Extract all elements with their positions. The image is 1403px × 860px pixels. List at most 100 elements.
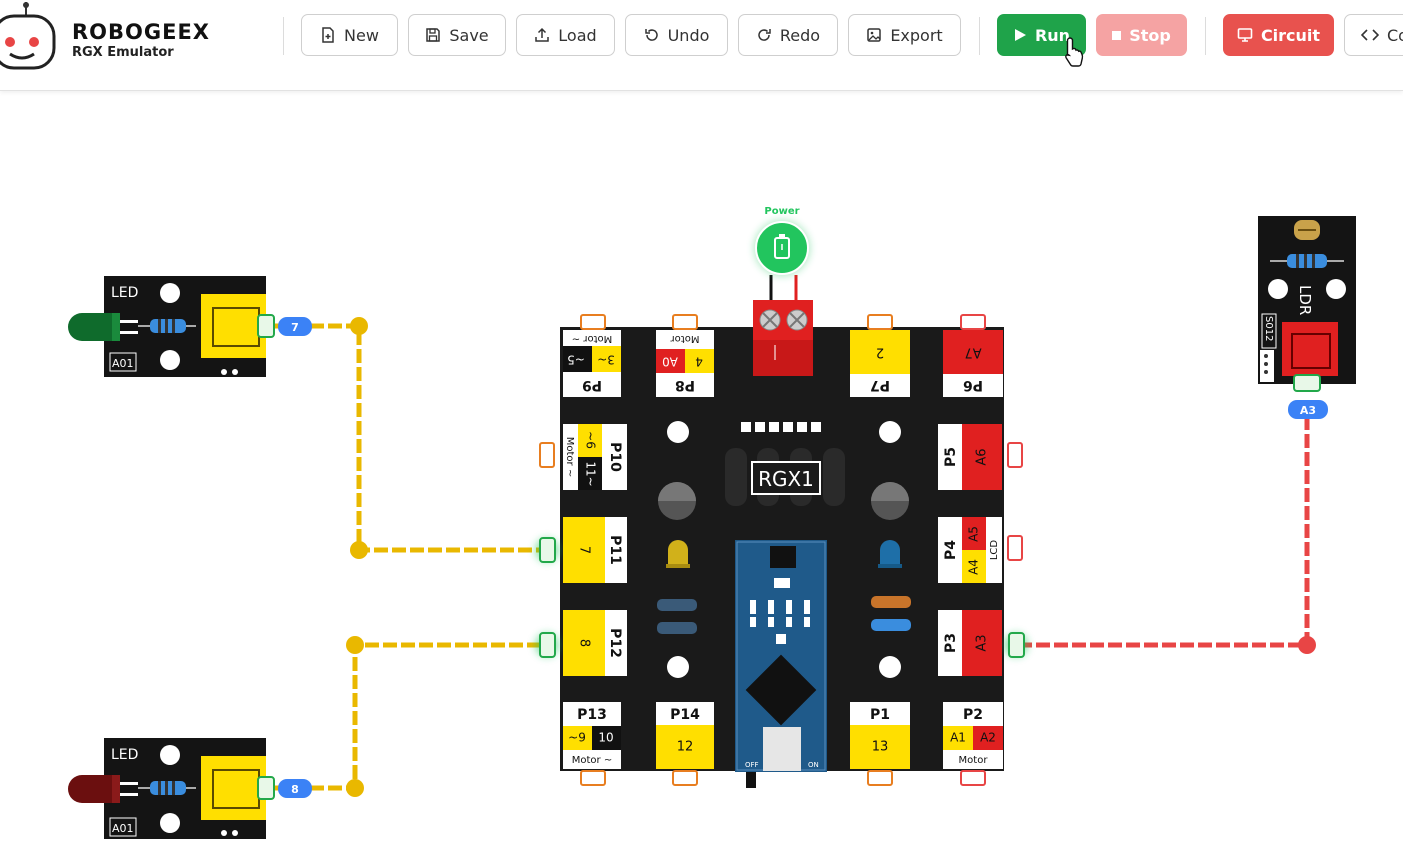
svg-text:P5: P5 [943, 447, 959, 467]
port-connector-p11[interactable] [535, 537, 559, 563]
resistor-icon [138, 781, 196, 795]
stop-icon [1112, 30, 1122, 40]
code-button[interactable]: Co [1344, 14, 1403, 56]
port-p2[interactable]: A1 A2 Motor P2 [943, 702, 1003, 769]
svg-text:P11: P11 [607, 535, 623, 565]
port-p10[interactable]: ~6 11~ Motor ~ P10 [563, 424, 627, 490]
save-icon [426, 28, 441, 42]
power-terminal[interactable] [753, 275, 813, 376]
port-p3[interactable]: A3 P3 [938, 610, 1002, 676]
load-button[interactable]: Load [516, 14, 615, 56]
circuit-button[interactable]: Circuit [1223, 14, 1334, 56]
power-label: Power [764, 206, 799, 217]
svg-text:13: 13 [872, 740, 889, 755]
new-button[interactable]: New [301, 14, 398, 56]
port-p9[interactable]: ~5 3~ Motor ~ P9 [563, 330, 621, 397]
port-p6[interactable]: A7 P6 [943, 330, 1003, 397]
run-button-label: Run [1034, 25, 1071, 45]
toolbar: ROBOGEEX RGX Emulator New Save Load Undo… [0, 0, 1403, 91]
svg-text:P14: P14 [670, 707, 700, 723]
svg-text:P8: P8 [675, 377, 695, 393]
nano-on-label: ON [808, 761, 819, 769]
port-p4[interactable]: A5 A4 LCD P4 [938, 517, 1002, 583]
led-top-code: A01 [112, 357, 134, 370]
port-p11[interactable]: 7 P11 [563, 517, 627, 583]
svg-text:P12: P12 [607, 628, 623, 658]
svg-text:LCD: LCD [989, 540, 1000, 561]
led-module-bottom[interactable]: LED A01 [68, 738, 275, 839]
led-module-top[interactable]: LED A01 [68, 276, 275, 377]
svg-text:~6: ~6 [584, 431, 598, 449]
ldr-label: LDR [1296, 285, 1314, 315]
svg-text:12: 12 [677, 740, 694, 755]
port-p7[interactable]: 2 P7 [850, 330, 910, 397]
undo-button[interactable]: Undo [625, 14, 728, 56]
led-bottom-label: LED [111, 747, 138, 763]
port-p13[interactable]: ~9 10 Motor ~ P13 [563, 702, 621, 769]
redo-button-label: Redo [779, 25, 821, 45]
svg-text:~9: ~9 [568, 731, 586, 745]
load-button-label: Load [558, 25, 597, 45]
svg-text:A7: A7 [964, 345, 981, 360]
wire-led-bottom[interactable] [274, 636, 540, 797]
code-icon [1361, 29, 1379, 41]
port-p5[interactable]: A6 P5 [938, 424, 1002, 490]
stop-button[interactable]: Stop [1096, 14, 1187, 56]
pin-badge-8: 8 [278, 779, 312, 798]
svg-text:Motor ~: Motor ~ [572, 333, 612, 344]
ldr-module[interactable]: LDR S012 [1258, 216, 1356, 392]
battery-icon [774, 234, 790, 259]
svg-text:A2: A2 [980, 731, 996, 745]
toolbar-divider [1205, 17, 1206, 55]
nano-board: OFF ON [735, 540, 827, 772]
wire-ldr[interactable] [1018, 410, 1316, 654]
upload-icon [535, 27, 550, 42]
svg-text:P9: P9 [582, 377, 602, 393]
red-led-icon [68, 775, 138, 803]
led-top-label: LED [111, 285, 138, 301]
svg-text:A1: A1 [950, 731, 966, 745]
port-connector-p12[interactable] [535, 632, 559, 658]
pin-badge-7: 7 [278, 317, 312, 336]
export-button[interactable]: Export [848, 14, 961, 56]
svg-text:Motor: Motor [959, 755, 989, 766]
svg-text:A0: A0 [662, 355, 678, 369]
svg-text:P13: P13 [577, 707, 607, 723]
port-p12[interactable]: 8 P12 [563, 610, 627, 676]
new-button-label: New [344, 25, 379, 45]
code-button-label: Co [1387, 25, 1403, 45]
svg-text:P7: P7 [870, 377, 890, 393]
redo-button[interactable]: Redo [738, 14, 838, 56]
svg-text:Motor ~: Motor ~ [564, 437, 575, 477]
wire-led-top[interactable] [274, 317, 540, 559]
svg-text:~5: ~5 [567, 353, 585, 367]
svg-text:10: 10 [598, 731, 613, 745]
app-subtitle: RGX Emulator [72, 45, 174, 60]
port-p8[interactable]: A0 4 Motor P8 [656, 330, 714, 397]
board-name: RGX1 [758, 467, 814, 491]
toolbar-divider [979, 17, 980, 55]
save-button[interactable]: Save [408, 14, 506, 56]
svg-text:A5: A5 [967, 526, 981, 542]
redo-icon [758, 29, 771, 41]
svg-text:8: 8 [577, 639, 592, 647]
port-p1[interactable]: 13 P1 [850, 702, 910, 769]
circuit-canvas: LED A01 7 LED A01 [68, 206, 1356, 839]
svg-text:P10: P10 [607, 442, 623, 472]
rgx-board: ~5 3~ Motor ~ P9 A0 4 Motor P8 2 P7 A7 P [535, 314, 1028, 788]
svg-text:2: 2 [876, 345, 884, 360]
robot-logo-icon [0, 2, 56, 70]
port-connector-p3[interactable] [1004, 632, 1028, 658]
undo-icon [644, 29, 658, 41]
power-button[interactable] [754, 220, 810, 276]
svg-text:Motor: Motor [670, 333, 700, 344]
save-button-label: Save [449, 25, 489, 45]
hand-cursor-icon [1065, 37, 1084, 67]
svg-text:A6: A6 [975, 448, 990, 465]
monitor-icon [1237, 28, 1253, 42]
port-p14[interactable]: 12 P14 [656, 702, 714, 769]
new-file-icon [322, 27, 334, 43]
svg-text:A3: A3 [975, 634, 990, 651]
green-led-icon [68, 313, 138, 341]
export-button-label: Export [890, 25, 943, 45]
